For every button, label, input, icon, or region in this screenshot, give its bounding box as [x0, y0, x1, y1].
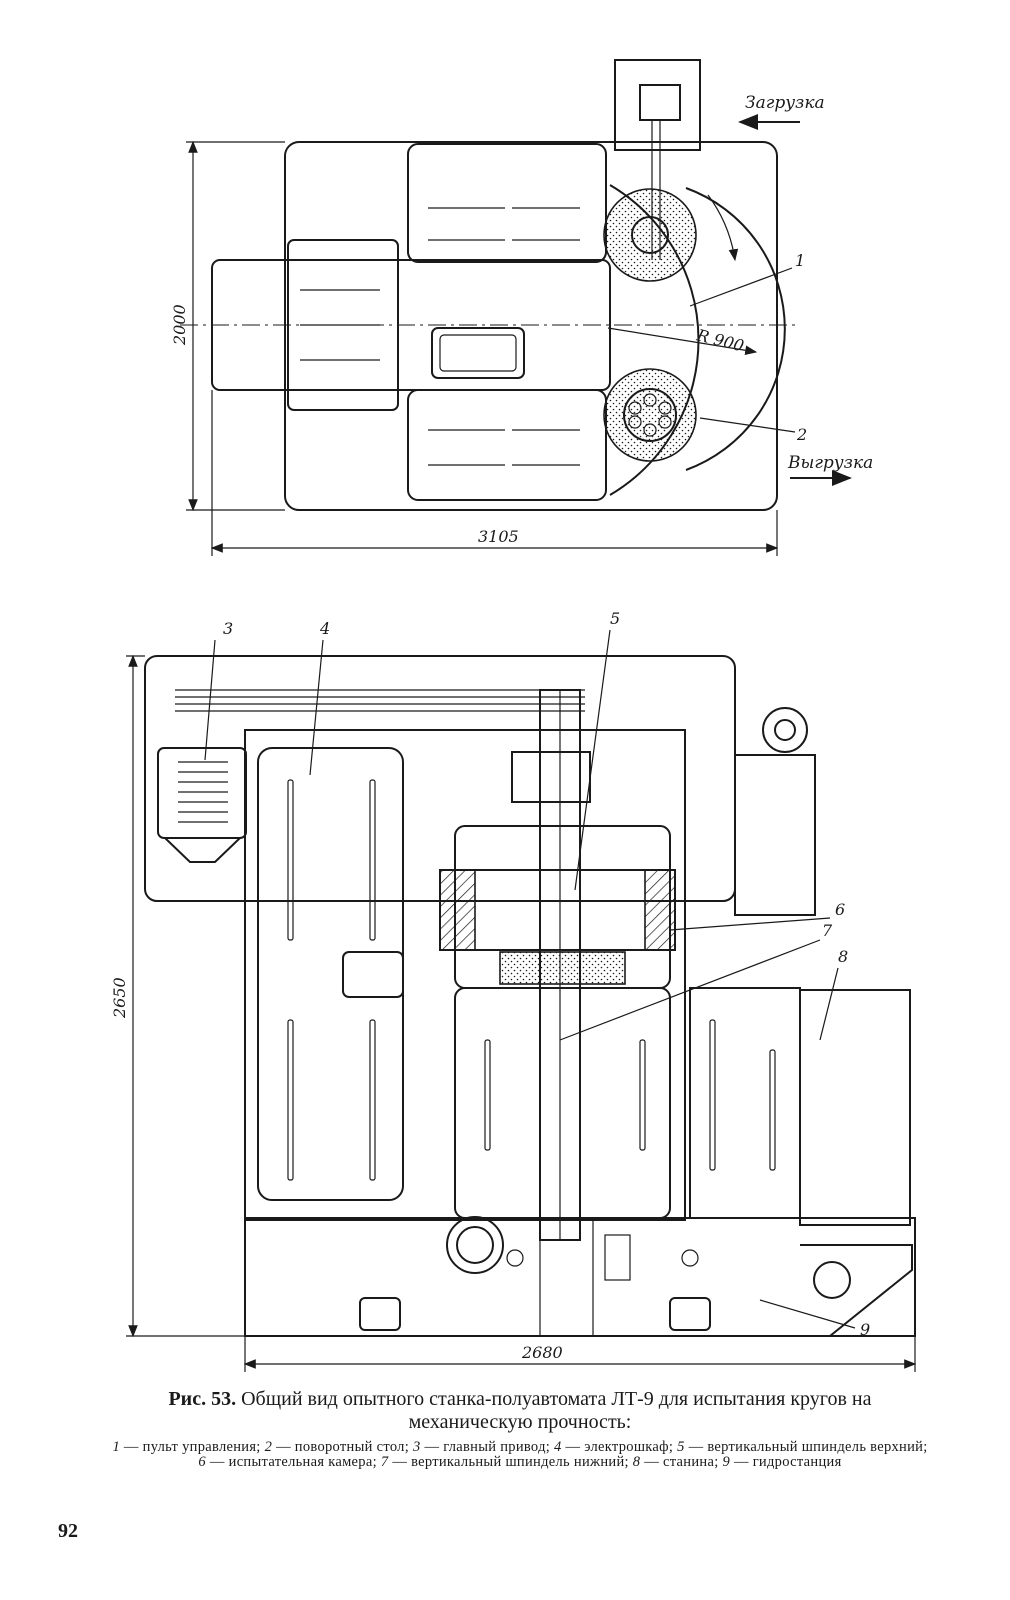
radius-label: R 900	[694, 325, 746, 355]
callout-7: 7	[822, 921, 833, 940]
legend-item: 1 — пульт управления;	[112, 1439, 261, 1455]
callout-6: 6	[835, 900, 845, 919]
legend-item: 3 — главный привод;	[412, 1439, 551, 1455]
legend-item: 5 — вертикальный шпиндель верхний;	[677, 1439, 928, 1455]
unloading-label: Выгрузка	[787, 453, 873, 473]
legend-item: 4 — электрошкаф;	[554, 1439, 674, 1455]
callout-4: 4	[319, 619, 330, 638]
dim-2680: 2680	[521, 1343, 563, 1362]
figure-label: Рис. 53.	[168, 1388, 237, 1410]
legend-item: 6 — испытательная камера;	[198, 1454, 377, 1470]
front-view-drawing: 3 4 5 6 7 8 9 2650 2680	[110, 609, 917, 1372]
legend-item: 8 — станина;	[632, 1454, 719, 1470]
dim-2650: 2650	[110, 977, 129, 1019]
figure-caption: Рис. 53. Общий вид опытного станка-полуа…	[110, 1388, 930, 1434]
top-view-drawing: Загрузка Выгрузка 2000 3105 R 900 1 2	[170, 59, 873, 556]
callout-1: 1	[795, 251, 805, 270]
legend-item: 7 — вертикальный шпиндель нижний;	[380, 1454, 629, 1470]
callout-2: 2	[796, 425, 807, 444]
legend-item: 2 — поворотный стол;	[264, 1439, 410, 1455]
legend-item: 9 — гидростанция	[722, 1454, 842, 1470]
page-number: 92	[58, 1520, 78, 1542]
figure-title: Общий вид опытного станка-полуавтомата Л…	[241, 1388, 872, 1433]
callout-8: 8	[838, 947, 848, 966]
dim-2000: 2000	[170, 304, 189, 346]
dim-3105: 3105	[478, 527, 519, 546]
loading-label: Загрузка	[745, 93, 825, 113]
callout-5: 5	[610, 609, 620, 628]
figure-legend: 1 — пульт управления; 2 — поворотный сто…	[110, 1440, 930, 1470]
callout-9: 9	[860, 1320, 870, 1339]
callout-3: 3	[223, 619, 233, 638]
